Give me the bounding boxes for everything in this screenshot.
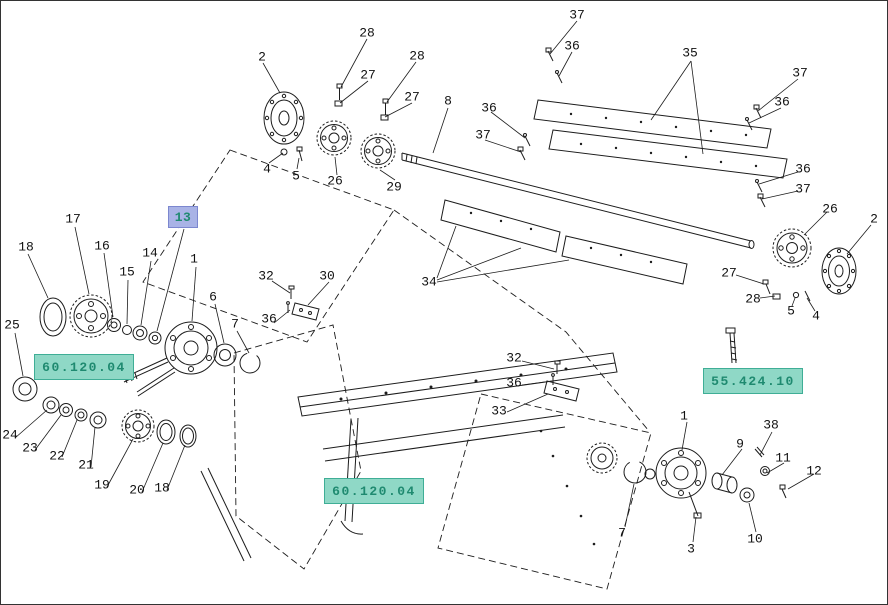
part-callout-37: 37: [475, 127, 491, 143]
part-callout-27: 27: [404, 89, 420, 105]
flange-part-2-right: [821, 247, 857, 295]
part-callout-2: 2: [870, 211, 878, 227]
bolt-above-ref-box: [725, 327, 738, 364]
shield-panels-part-35: [533, 99, 788, 179]
part-callout-27: 27: [721, 265, 737, 281]
sprocket-part-26-right: [772, 228, 812, 268]
part-callout-37: 37: [795, 181, 811, 197]
part-callout-4: 4: [812, 308, 820, 324]
part-callout-26: 26: [822, 201, 838, 217]
part-callout-1: 1: [680, 408, 688, 424]
part-callout-5: 5: [787, 303, 795, 319]
ref-code-box-60-120-04[interactable]: 60.120.04: [324, 478, 424, 504]
frame-beam: [200, 352, 618, 562]
part-callout-11: 11: [775, 450, 791, 466]
part-callout-37: 37: [569, 7, 585, 23]
part-callout-38: 38: [763, 417, 779, 433]
part-callout-25: 25: [4, 317, 20, 333]
part-callout-15: 15: [119, 264, 135, 280]
part-callout-10: 10: [747, 531, 763, 547]
part-callout-36: 36: [506, 375, 522, 391]
part-callout-20: 20: [129, 482, 145, 498]
part-callout-23: 23: [22, 440, 38, 456]
part-callout-26: 26: [327, 173, 343, 189]
part-callout-14: 14: [142, 245, 158, 261]
part-callout-36: 36: [481, 100, 497, 116]
part-callout-8: 8: [444, 93, 452, 109]
ref-code-box-13[interactable]: 13: [168, 206, 198, 228]
part-callout-18: 18: [154, 480, 170, 496]
right-hub-assembly: [539, 429, 787, 546]
part-callout-32: 32: [258, 268, 274, 284]
screw-parts-36-37: [517, 47, 766, 208]
sprocket-part-29: [360, 133, 396, 169]
part-callout-1: 1: [190, 251, 198, 267]
dashed-enclosures: [142, 149, 652, 590]
part-callout-33: 33: [491, 403, 507, 419]
part-callout-24: 24: [2, 427, 18, 443]
bracket-part-33: [543, 360, 580, 402]
part-callout-21: 21: [78, 457, 94, 473]
part-callout-4: 4: [263, 161, 271, 177]
part-callout-17: 17: [65, 211, 81, 227]
part-callout-36: 36: [774, 94, 790, 110]
sprocket-part-26-top: [316, 120, 352, 156]
part-callout-3: 3: [687, 541, 695, 557]
part-callout-35: 35: [682, 45, 698, 61]
ref-code-box-55-424-10[interactable]: 55.424.10: [703, 368, 803, 394]
shaft-part-8: [401, 152, 755, 249]
part-callout-7: 7: [618, 525, 626, 541]
part-callout-28: 28: [359, 25, 375, 41]
part-callout-7: 7: [231, 316, 239, 332]
part-callout-16: 16: [94, 238, 110, 254]
part-callout-2: 2: [258, 49, 266, 65]
part-callout-19: 19: [94, 477, 110, 493]
ref-code-box-60-120-04[interactable]: 60.120.04: [34, 354, 134, 380]
part-callout-5: 5: [292, 168, 300, 184]
part-callout-28: 28: [745, 291, 761, 307]
lower-left-parts: [12, 376, 197, 448]
part-callout-36: 36: [795, 161, 811, 177]
left-hub-assembly: [39, 294, 261, 397]
part-callout-9: 9: [736, 436, 744, 452]
part-callout-12: 12: [806, 463, 822, 479]
part-callout-27: 27: [360, 67, 376, 83]
flange-part-2-left: [263, 91, 305, 145]
shield-panels-part-34: [440, 199, 688, 285]
part-callout-36: 36: [261, 311, 277, 327]
part-callout-36: 36: [564, 38, 580, 54]
part-callout-28: 28: [409, 48, 425, 64]
leader-lines: [14, 20, 872, 543]
part-callout-22: 22: [49, 448, 65, 464]
part-callout-37: 37: [792, 65, 808, 81]
part-callout-34: 34: [421, 274, 437, 290]
part-callout-32: 32: [506, 350, 522, 366]
part-callout-30: 30: [319, 268, 335, 284]
part-callout-6: 6: [209, 289, 217, 305]
part-callout-18: 18: [18, 239, 34, 255]
part-callout-29: 29: [386, 179, 402, 195]
